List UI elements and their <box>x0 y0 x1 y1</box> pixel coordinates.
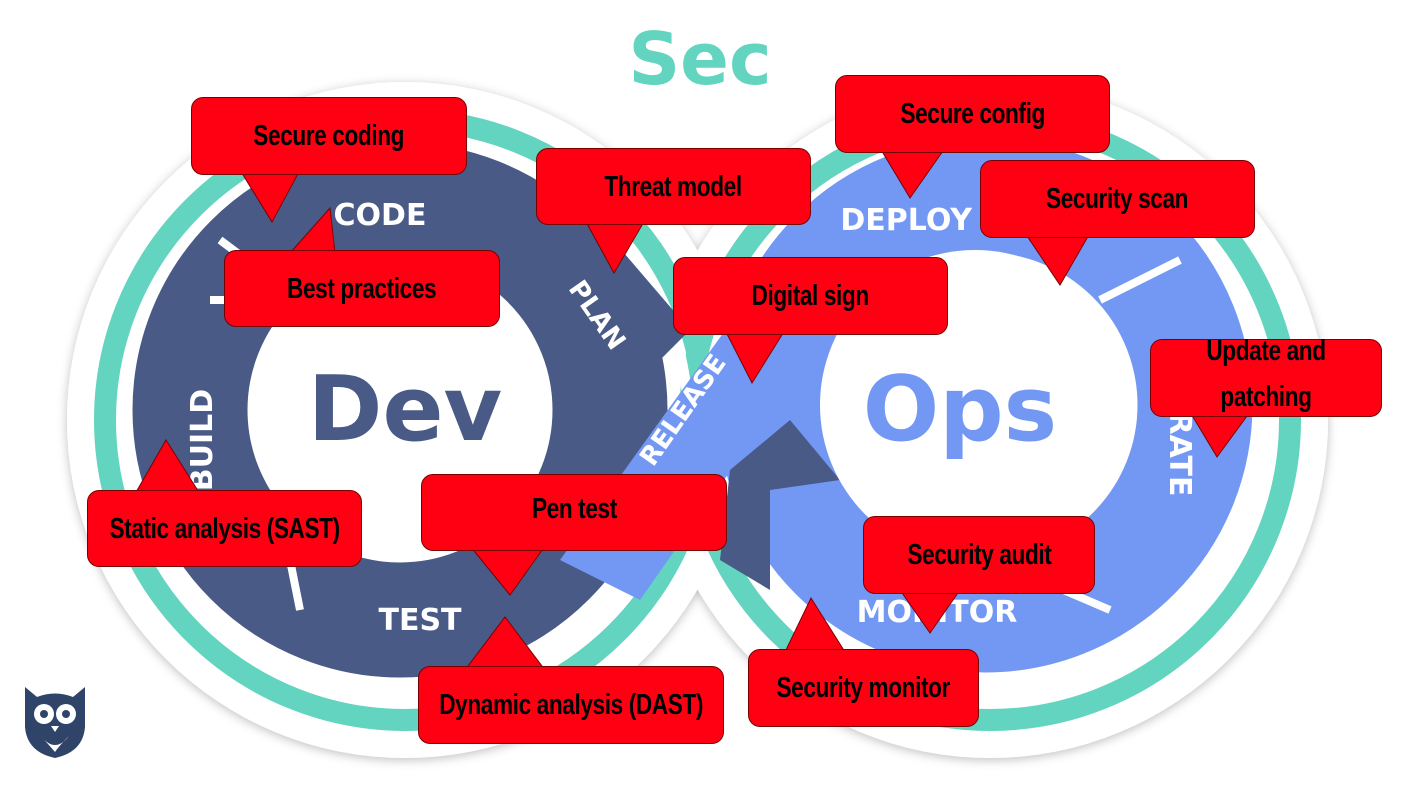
callout-text: Static analysis (SAST) <box>109 512 340 545</box>
callout-text: Dynamic analysis (DAST) <box>439 689 703 721</box>
callout-text: Security audit <box>906 539 1052 571</box>
callout-text: Security monitor <box>776 672 951 704</box>
callout-secure-coding: Secure coding <box>191 97 467 175</box>
sec-title: Sec <box>628 17 771 101</box>
callout-digital-sign: Digital sign <box>673 257 948 335</box>
callout-text: Update and patching <box>1206 335 1326 413</box>
callout-text: Security scan <box>1046 183 1189 215</box>
callout-security-monitor: Security monitor <box>748 649 979 727</box>
plan-band <box>520 225 690 400</box>
callout-pen-test: Pen test <box>421 474 727 551</box>
stage-build: BUILD <box>185 389 220 491</box>
stage-code: CODE <box>334 198 427 233</box>
callout-update-patching: Update and patching <box>1150 335 1382 417</box>
dev-label: Dev <box>308 357 502 462</box>
owl-logo <box>25 687 85 758</box>
callout-text: Digital sign <box>751 280 870 312</box>
ops-label: Ops <box>863 357 1058 462</box>
callout-dast: Dynamic analysis (DAST) <box>418 666 724 744</box>
callout-sast: Static analysis (SAST) <box>87 490 362 567</box>
monitor-arrow <box>720 420 840 590</box>
callout-best-practices: Best practices <box>224 250 500 327</box>
callout-security-scan: Security scan <box>980 160 1255 238</box>
stage-monitor: MONITOR <box>857 595 1018 630</box>
stage-deploy: DEPLOY <box>840 203 973 238</box>
callout-threat-model: Threat model <box>536 148 811 225</box>
callout-text: Pen test <box>531 493 617 525</box>
callout-text: Threat model <box>604 170 743 203</box>
dev-ring <box>132 142 668 678</box>
stage-test: TEST <box>378 603 462 638</box>
callout-secure-config: Secure config <box>835 75 1110 153</box>
callout-text: Secure coding <box>253 120 405 152</box>
callout-text: Best practices <box>287 272 437 305</box>
callout-security-audit: Security audit <box>863 516 1095 594</box>
callout-text: Secure config <box>900 98 1045 130</box>
